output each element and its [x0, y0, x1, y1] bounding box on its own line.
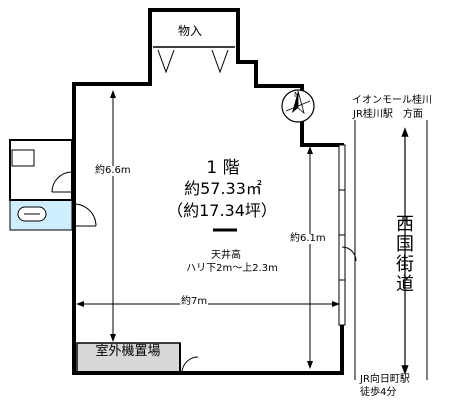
outdoor-unit-label: 室外機置場: [95, 344, 161, 359]
east-door-arc: [341, 246, 357, 262]
area-tsubo: （約17.34坪）: [167, 201, 277, 220]
outdoor-unit-area: [76, 342, 181, 374]
storage-label: 物入: [178, 24, 203, 38]
south-destination-line1: JR向日町駅: [360, 374, 410, 385]
utility-door-arc: [73, 203, 97, 227]
north-destination-line2: JR桂川駅 方面: [353, 109, 423, 120]
outer-wall: [72, 8, 344, 375]
storage-door-right: [211, 49, 229, 74]
dim-label-vertical-right: 約6.1m: [289, 233, 327, 244]
compass-label: N: [294, 91, 299, 99]
compass-icon: [281, 89, 315, 123]
outdoor-door-arc: [181, 356, 199, 374]
side-room: [9, 139, 73, 201]
north-destination-line1: イオンモール桂川: [352, 95, 432, 106]
ceiling-title: 天井高: [211, 250, 241, 261]
area-sqm: 約57.33㎡: [184, 179, 262, 198]
street-name: 西国街道: [396, 214, 414, 295]
ceiling-height: ハリ下2m～上2.3m: [186, 263, 278, 274]
dim-label-vertical-left: 約6.6m: [94, 165, 132, 176]
south-destination-line2: 徒歩4分: [360, 387, 397, 398]
side-room-door-arc: [51, 171, 73, 193]
storage-door-left: [157, 49, 175, 74]
toilet-fixture: [11, 149, 35, 167]
floor-title: 1 階: [206, 158, 240, 178]
dim-label-horizontal: 約7m: [180, 296, 209, 307]
